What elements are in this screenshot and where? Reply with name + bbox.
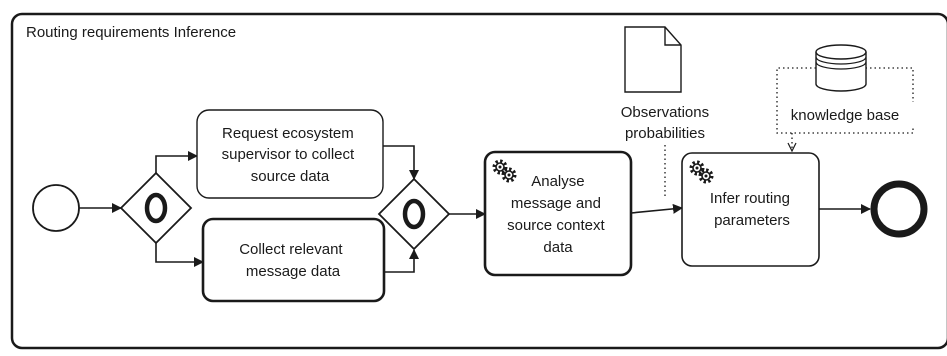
start-event[interactable] [32,184,80,232]
data-store-label: knowledge base [791,107,899,124]
data-object-label: Observations probabilities [612,101,728,143]
task-label-line: source context [507,217,605,234]
flow-request-to-join [383,145,419,180]
data-object-label-line: probabilities [625,125,705,142]
task-collect-message-data[interactable]: Collect relevant message data [201,217,386,303]
task-analyse-context[interactable]: Analyse message and source context data [483,150,633,277]
task-label-line: data [543,239,573,256]
flow-analyse-to-infer [630,203,683,214]
data-object-observations[interactable] [624,26,682,93]
end-event[interactable] [870,180,928,238]
flow-collect-to-join [384,249,419,273]
task-label-line: supervisor to collect [222,146,355,163]
task-label-line: parameters [714,212,790,229]
task-label-line: Request ecosystem [222,125,354,142]
task-label-line: Collect relevant [239,241,343,258]
task-label-line: message data [246,263,341,280]
task-label-line: Analyse [531,173,584,190]
task-label-line: message and [511,195,601,212]
data-store-label-bg [780,102,914,126]
data-object-label-line: Observations [621,104,709,121]
svg-text:Request ecosystem superv: Request ecosystem supervisor to collect … [222,125,359,185]
data-store-icon[interactable] [815,44,867,92]
task-request-supervisor[interactable]: Request ecosystem supervisor to collect … [196,109,384,199]
pool-title: Routing requirements Inference [26,24,236,41]
join-gateway[interactable] [377,177,451,251]
svg-text:Observations probabiliti: Observations probabilities [621,104,714,142]
task-infer-routing[interactable]: Infer routing parameters [681,152,820,267]
svg-text:Analyse message and: Analyse message and source context data [507,173,609,256]
flow-split-to-collect [155,243,204,267]
task-label-line: source data [251,168,330,185]
data-association-knowledge-base [776,67,914,134]
task-label-line: Infer routing [710,190,790,207]
svg-text:Collect relevant message: Collect relevant message data [239,241,347,280]
svg-text:Infer routing parameters: Infer routing parameters [710,190,794,229]
flow-split-to-request [155,151,198,173]
